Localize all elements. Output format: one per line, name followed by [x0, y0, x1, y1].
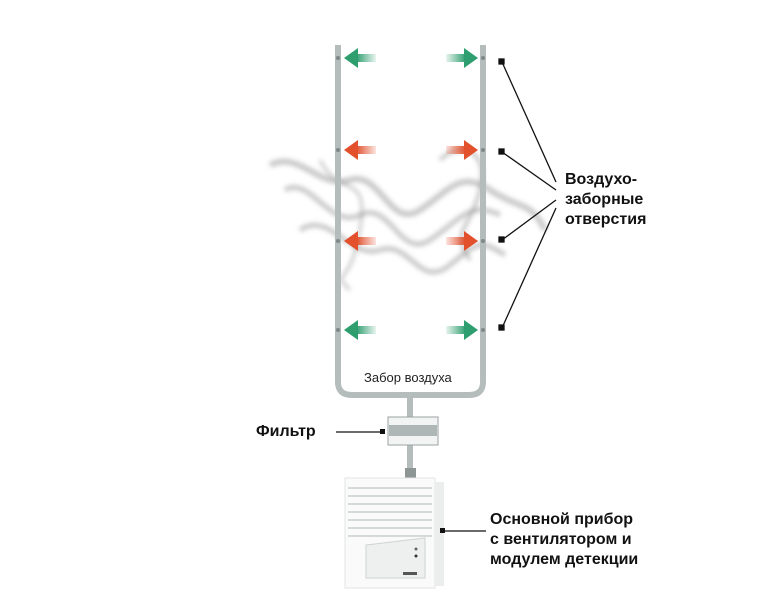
intake-holes-label: Воздухо- заборные отверстия: [565, 170, 646, 230]
airflow-arrows: [344, 48, 478, 340]
arrow-left-icon: [344, 140, 376, 160]
label-line: заборные: [565, 191, 644, 208]
arrow-right-icon: [446, 320, 478, 340]
label-line: отверстия: [565, 211, 647, 228]
intake-leader-lines: [498, 58, 557, 331]
main-detector-device: [344, 468, 444, 589]
air-intake-label: Забор воздуха: [364, 370, 452, 385]
arrow-left-icon: [344, 320, 376, 340]
arrow-left-icon: [344, 231, 376, 251]
arrow-right-icon: [446, 140, 478, 160]
label-line: Основной прибор: [490, 511, 634, 528]
arrow-right-icon: [446, 231, 478, 251]
smoke: [268, 148, 548, 292]
filter: [387, 416, 439, 446]
main-device-label: Основной прибор с вентилятором и модулем…: [490, 510, 638, 570]
arrow-right-icon: [446, 48, 478, 68]
intake-holes: [336, 56, 485, 332]
label-line: модулем детекции: [490, 551, 639, 568]
label-line: с вентилятором и: [490, 531, 632, 548]
arrow-left-icon: [344, 48, 376, 68]
filter-label: Фильтр: [256, 423, 316, 440]
label-line: Воздухо-: [565, 171, 638, 188]
